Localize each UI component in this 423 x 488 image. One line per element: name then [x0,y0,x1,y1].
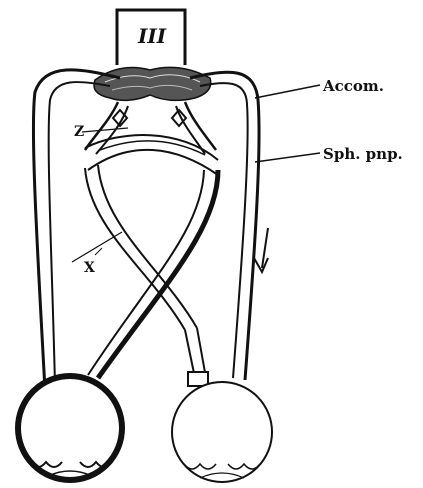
nucleus-label: III [137,24,167,48]
accom-label: Accom. [322,77,384,95]
right-eye [172,382,272,482]
z-label: Z [74,124,84,140]
accommodation-pathway [33,70,259,390]
ciliary-ganglion-box [188,372,208,386]
left-eye [18,376,122,480]
nucleus-box: III [117,10,185,65]
accom-leader [255,85,320,98]
upper-crossing [85,102,218,175]
sph-label: Sph. pnp. [323,145,403,163]
sph-leader [255,153,320,162]
lower-crossing [85,165,218,378]
nucleus-mass [94,67,211,100]
x-label: X [84,260,95,276]
